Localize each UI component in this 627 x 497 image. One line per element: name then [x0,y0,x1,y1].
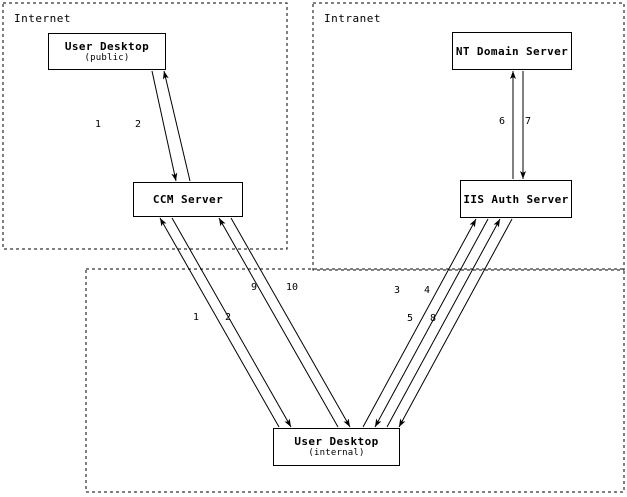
edge-label-e3-desktop-internal-to-iis: 3 [394,285,401,296]
edge-line-e2b-ccm-to-desktop-internal [171,217,292,428]
node-title-user-desktop-public: User Desktop [64,39,150,53]
zone-boundary-internet [2,2,288,250]
node-title-iis-auth-server: IIS Auth Server [463,192,569,206]
edge-lines [151,70,526,428]
edge-line-e10-ccm-to-desktop-internal [230,217,351,428]
zone-label-intranet: Intranet [324,12,381,25]
edge-label-e5-desktop-internal-to-iis: 5 [407,313,414,324]
edge-line-e3-desktop-internal-to-iis [362,218,477,428]
edge-label-e1-desktop-public-to-ccm: 1 [95,119,102,130]
zone-boundary-internal-lan [85,268,625,493]
edge-label-e1b-ccm-to-desktop-internal: 1 [193,312,200,323]
node-user-desktop-public[interactable]: User Desktop(public) [48,33,166,70]
edge-line-e2-ccm-to-desktop-public [162,70,191,182]
edge-label-e2-ccm-to-desktop-public: 2 [135,119,142,130]
node-title-ccm-server: CCM Server [152,193,224,206]
edge-label-e4-iis-to-desktop-internal: 4 [424,285,431,296]
zone-label-internet: Internet [14,12,71,25]
node-subtitle-user-desktop-public: (public) [84,52,130,63]
edge-line-e8-iis-to-desktop-internal [398,218,513,428]
edge-label-e8-iis-to-desktop-internal: 8 [430,313,437,324]
edge-line-e1-desktop-public-to-ccm [151,70,178,182]
node-nt-domain-server[interactable]: NT Domain Server [452,32,572,70]
node-user-desktop-internal[interactable]: User Desktop(internal) [273,428,400,466]
node-ccm-server[interactable]: CCM Server [133,182,243,217]
node-iis-auth-server[interactable]: IIS Auth Server [460,180,572,218]
node-title-nt-domain-server: NT Domain Server [455,44,569,58]
node-subtitle-user-desktop-internal: (internal) [308,448,365,458]
node-title-user-desktop-internal: User Desktop [294,435,379,448]
edge-line-e5-desktop-internal-to-iis [386,218,501,428]
edge-line-e1b-ccm-to-desktop-internal [159,217,280,428]
edge-label-e6-iis-to-nt-domain: 6 [499,116,506,127]
edge-label-e10-ccm-to-desktop-internal: 10 [286,282,299,293]
edge-line-e4-iis-to-desktop-internal [374,218,489,428]
zone-boundary-intranet [312,2,625,271]
edge-label-e2b-ccm-to-desktop-internal: 2 [225,312,232,323]
edge-line-e9-desktop-internal-to-ccm [218,217,339,428]
edge-label-e7-nt-domain-to-iis: 7 [525,116,532,127]
edge-label-e9-desktop-internal-to-ccm: 9 [251,282,258,293]
